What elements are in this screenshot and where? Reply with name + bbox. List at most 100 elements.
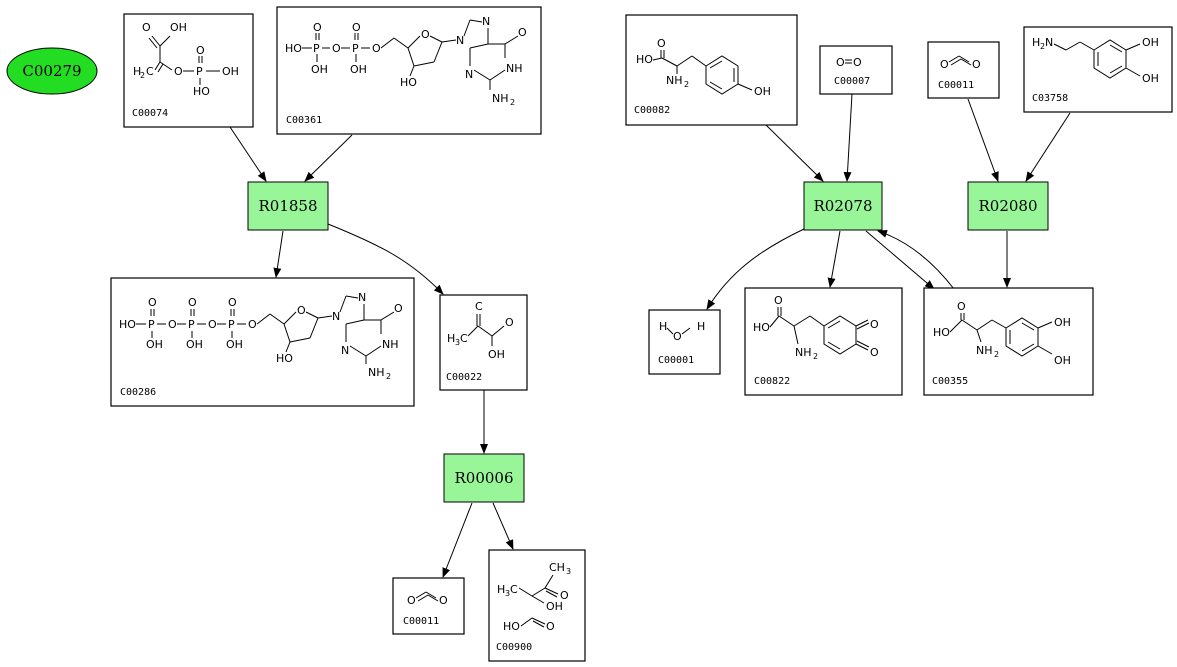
svg-text:O: O — [940, 58, 949, 71]
svg-text:P: P — [352, 42, 359, 55]
svg-text:O: O — [853, 56, 862, 69]
svg-text:O: O — [248, 318, 257, 331]
compound-c00011-bottom[interactable]: O O C00011 — [392, 577, 465, 635]
svg-text:O: O — [174, 65, 183, 78]
svg-text:P: P — [228, 318, 235, 331]
svg-text:HO: HO — [933, 326, 950, 339]
svg-text:O: O — [332, 42, 341, 55]
svg-text:C: C — [510, 583, 518, 596]
reaction-r02078[interactable]: R02078 — [803, 181, 883, 231]
structure-c00822: O HO NH 2 O O — [753, 294, 879, 361]
svg-text:N: N — [358, 291, 366, 304]
svg-text:O: O — [188, 296, 197, 309]
svg-text:OH: OH — [754, 85, 771, 98]
svg-text:N: N — [341, 344, 349, 357]
svg-text:OH: OH — [546, 600, 563, 613]
svg-text:O: O — [560, 589, 569, 602]
svg-text:O: O — [657, 37, 666, 50]
svg-text:2: 2 — [1040, 42, 1045, 51]
svg-text:OH: OH — [226, 338, 243, 351]
compound-c00900[interactable]: CH 3 O H 3 C OH HO O C00900 — [488, 549, 586, 662]
svg-text:2: 2 — [386, 372, 391, 381]
edge-c00355-r02078 — [877, 230, 955, 290]
structure-c03758: H 2 N OH OH — [1032, 36, 1159, 85]
compound-c00007[interactable]: O O C00007 — [819, 45, 893, 95]
svg-text:HO: HO — [193, 85, 210, 98]
svg-text:N: N — [1045, 36, 1053, 49]
structure-c00022: C H 3 C O OH — [447, 300, 514, 361]
svg-text:OH: OH — [488, 348, 505, 361]
compound-c03758[interactable]: H 2 N OH OH C03758 — [1023, 26, 1173, 113]
compound-label: C00074 — [132, 108, 168, 119]
svg-text:OH: OH — [1142, 72, 1159, 85]
edge-r02078-c00355 — [865, 230, 935, 290]
svg-text:N: N — [456, 34, 464, 47]
svg-text:OH: OH — [1054, 316, 1071, 329]
compound-c00001[interactable]: H O H C00001 — [648, 309, 721, 375]
edge-c00011-r02080 — [967, 98, 999, 182]
reaction-label: R01858 — [258, 197, 317, 215]
compound-c00355[interactable]: O HO NH 2 OH OH C00355 — [923, 287, 1094, 396]
structure-c00286: HO P O OH O P O OH O P O OH — [119, 291, 403, 381]
svg-text:O: O — [546, 620, 555, 633]
svg-text:N: N — [482, 15, 490, 28]
reaction-r01858[interactable]: R01858 — [247, 181, 329, 231]
svg-text:HO: HO — [753, 321, 770, 334]
svg-text:O: O — [439, 594, 448, 607]
structure-c00074: O OH H 2 C O P O OH HO — [133, 21, 239, 98]
svg-text:OH: OH — [1142, 36, 1159, 49]
edge-r02078-c00001 — [706, 228, 805, 310]
compound-c00082[interactable]: O HO NH 2 OH C00082 — [625, 14, 798, 126]
svg-text:O: O — [673, 330, 682, 343]
svg-text:2: 2 — [994, 350, 999, 359]
compound-label: C00022 — [446, 372, 482, 383]
compound-c00822[interactable]: O HO NH 2 O O C00822 — [744, 287, 903, 396]
svg-text:H: H — [497, 583, 505, 596]
svg-text:H: H — [133, 65, 141, 78]
compound-label: C00900 — [496, 642, 532, 653]
svg-text:HO: HO — [400, 76, 417, 89]
svg-text:HO: HO — [276, 352, 293, 365]
svg-text:N: N — [465, 68, 473, 81]
svg-text:O: O — [957, 300, 966, 313]
svg-text:H: H — [659, 320, 667, 333]
compound-label: C00286 — [120, 387, 156, 398]
edge-c00074-r01858 — [229, 126, 267, 182]
svg-text:O: O — [142, 21, 151, 34]
svg-text:O: O — [313, 21, 322, 34]
svg-text:O: O — [870, 318, 879, 331]
svg-text:HO: HO — [503, 620, 520, 633]
compound-c00074[interactable]: O OH H 2 C O P O OH HO C00074 — [123, 13, 254, 128]
entry-node-label: C00279 — [22, 62, 81, 80]
svg-text:NH: NH — [506, 62, 523, 75]
compound-label: C00355 — [932, 376, 968, 387]
compound-c00361[interactable]: HO P O OH O P O OH O O — [276, 6, 542, 135]
compound-c00286[interactable]: HO P O OH O P O OH O P O OH — [110, 277, 415, 407]
svg-text:NH: NH — [976, 344, 993, 357]
edges — [229, 93, 1071, 578]
compound-c00022[interactable]: C H 3 C O OH C00022 — [439, 294, 528, 391]
entry-node[interactable]: C00279 — [6, 47, 98, 95]
svg-text:2: 2 — [813, 352, 818, 361]
svg-text:C: C — [475, 300, 483, 313]
edge-r00006-c00900 — [492, 502, 514, 550]
svg-text:3: 3 — [505, 589, 510, 598]
reaction-label: R02078 — [813, 197, 872, 215]
reaction-r02080[interactable]: R02080 — [967, 181, 1049, 231]
svg-text:OH: OH — [222, 65, 239, 78]
svg-text:OH: OH — [311, 63, 328, 76]
svg-text:C: C — [460, 332, 468, 345]
structure-c00355: O HO NH 2 OH OH — [933, 300, 1071, 367]
structure-c00900: CH 3 O H 3 C OH HO O — [497, 561, 571, 633]
svg-text:P: P — [313, 42, 320, 55]
reaction-r00006[interactable]: R00006 — [443, 453, 525, 503]
edge-r02078-c00822 — [827, 230, 841, 288]
compound-c00011-top[interactable]: O O C00011 — [927, 41, 1000, 99]
svg-text:NH: NH — [382, 338, 399, 351]
edge-r01858-c00022 — [327, 223, 444, 295]
svg-text:O: O — [352, 21, 361, 34]
edge-c03758-r02080 — [1025, 112, 1071, 182]
svg-text:OH: OH — [1054, 354, 1071, 367]
svg-text:2: 2 — [684, 80, 689, 89]
